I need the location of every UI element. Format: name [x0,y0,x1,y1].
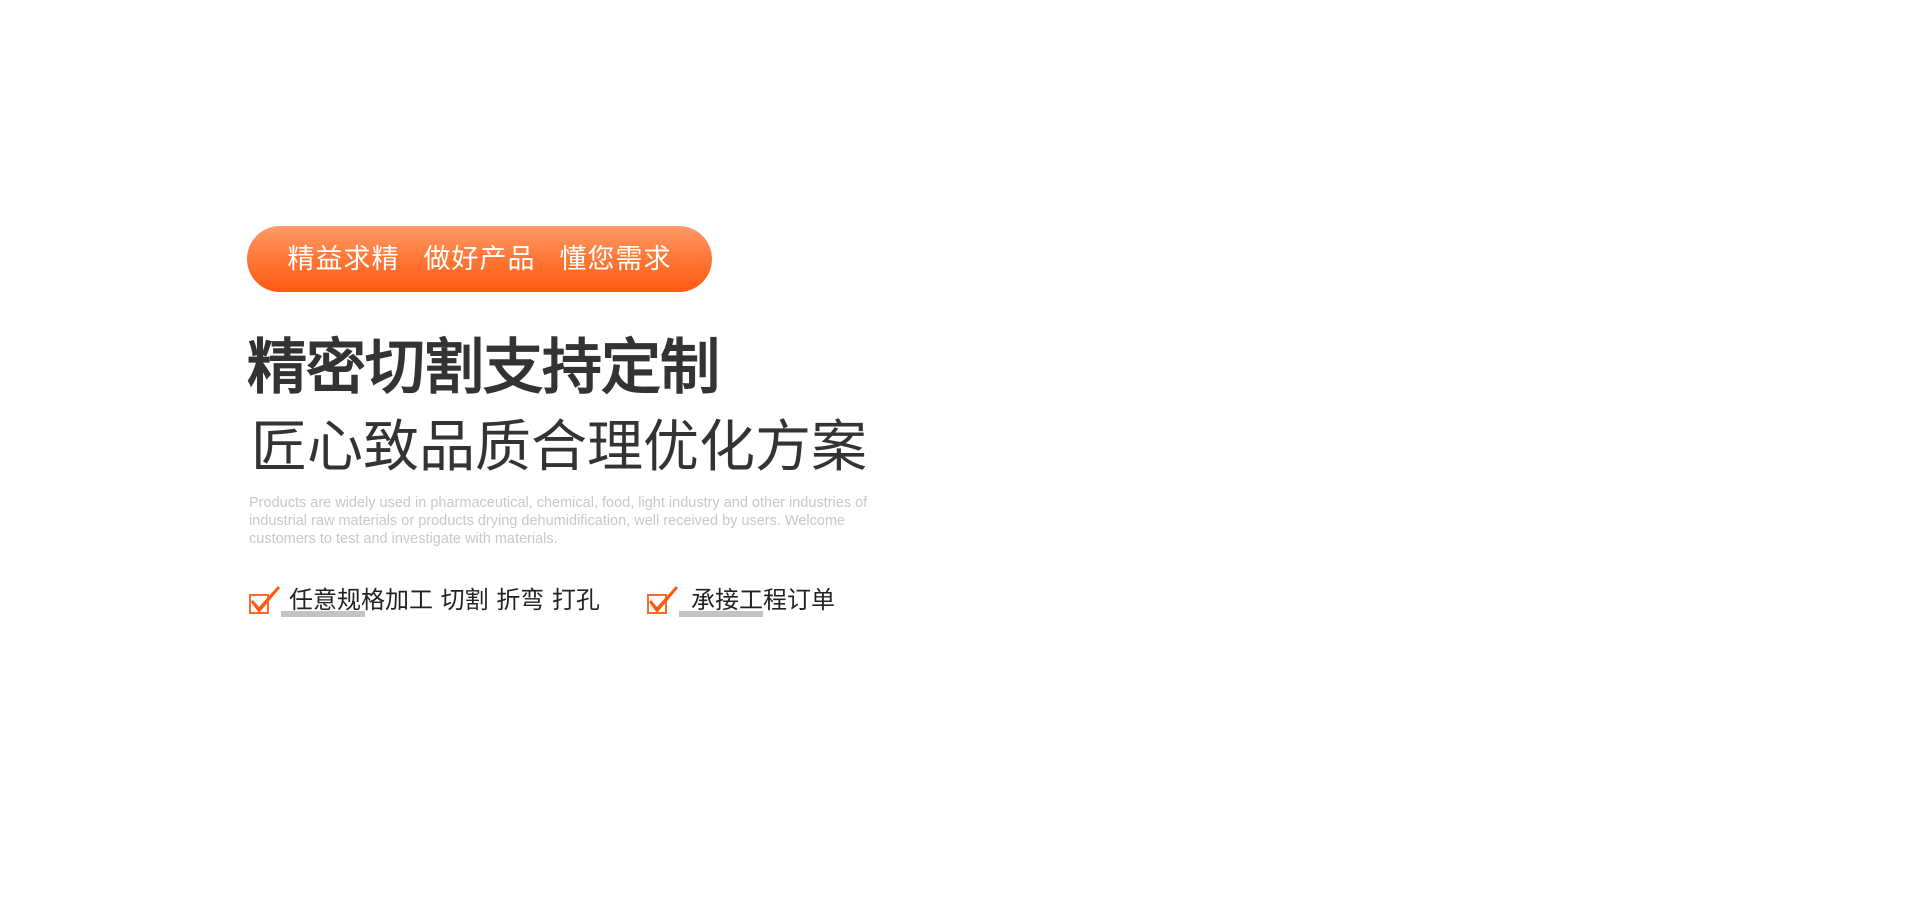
feature-label: 任意规格加工 切割 折弯 打孔 [289,586,600,614]
slogan-2: 做好产品 [423,243,536,275]
description-text: Products are widely used in pharmaceutic… [249,495,868,547]
hero-banner: 精益求精 做好产品 懂您需求 精密切割支持定制 匠心致品质合理优化方案 Prod… [247,226,947,646]
page-title: 精密切割支持定制 [247,333,720,403]
feature-label: 承接工程订单 [691,586,835,614]
slogan-pill: 精益求精 做好产品 懂您需求 [247,226,712,292]
feature-list: 任意规格加工 切割 折弯 打孔 承接工程订单 [247,582,947,618]
page-subtitle: 匠心致品质合理优化方案 [251,415,867,480]
checkbox-check-icon [251,586,280,613]
feature-underline [679,611,763,617]
slogan-3: 懂您需求 [559,243,672,275]
feature-underline [281,611,365,617]
slogan-1: 精益求精 [287,243,400,275]
checkbox-check-icon [649,586,678,613]
